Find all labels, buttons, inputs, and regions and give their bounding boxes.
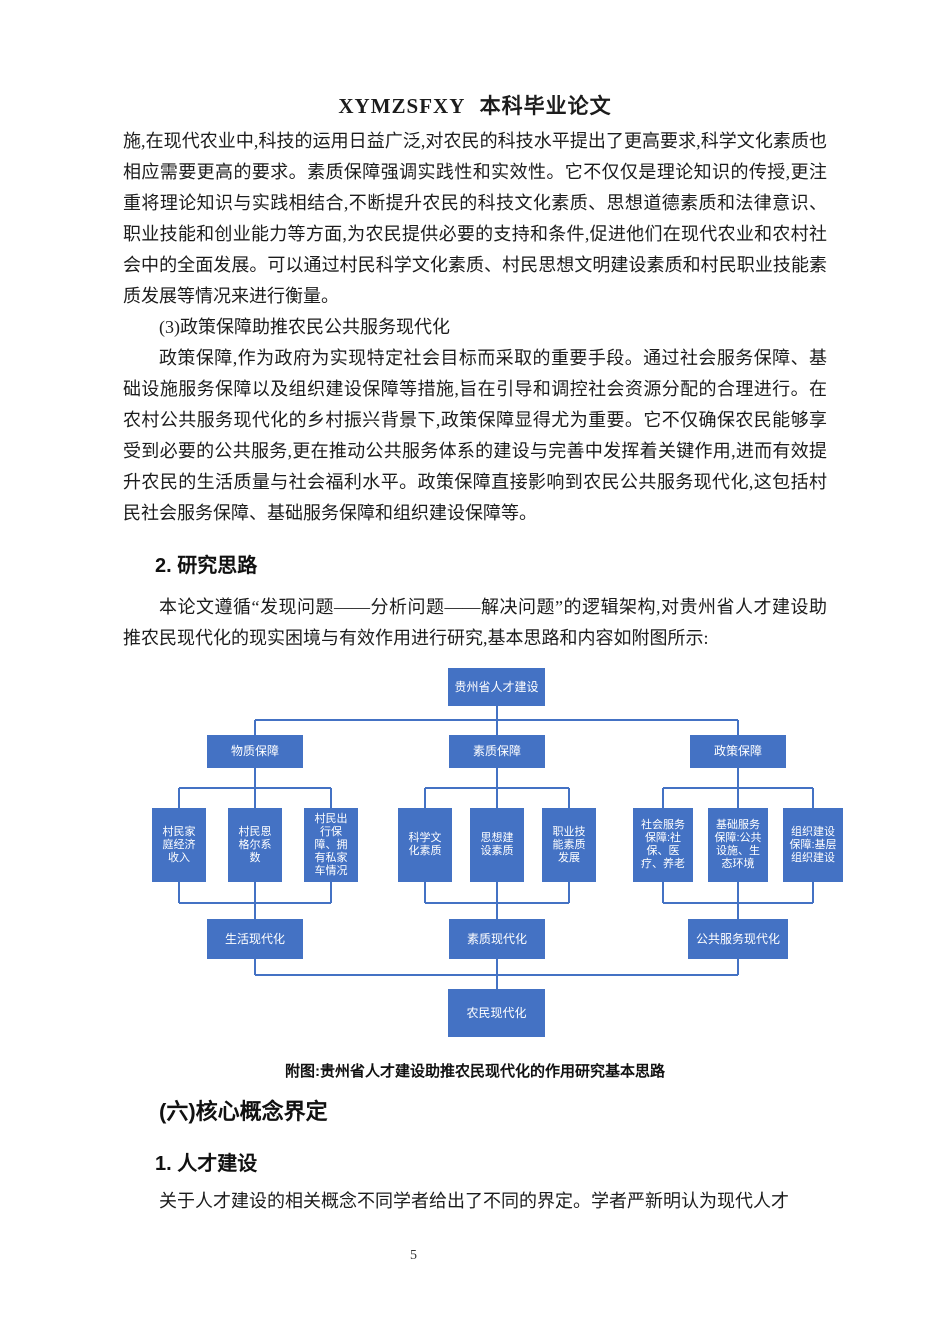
diagram-node-talent-development: 贵州省人才建设 <box>448 668 545 706</box>
diagram-node-engel-coefficient: 村民恩格尔系数 <box>228 808 282 882</box>
subheading-policy-guarantee: (3)政策保障助推农民公共服务现代化 <box>159 317 450 337</box>
heading-core-concepts: (六)核心概念界定 <box>159 1099 328 1124</box>
diagram-node-ideology-quality: 思想建设素质 <box>470 808 524 882</box>
diagram-node-policy-guarantee: 政策保障 <box>690 735 786 768</box>
paragraph-talent-definition: 关于人才建设的相关概念不同学者给出了不同的界定。学者严新明认为现代人才 <box>159 1191 789 1211</box>
paragraph-policy-guarantee: 政策保障,作为政府为实现特定社会目标而采取的重要手段。通过社会服务保障、基础设施… <box>123 348 827 523</box>
paragraph-quality-guarantee: 施,在现代农业中,科技的运用日益广泛,对农民的科技水平提出了更高要求,科学文化素… <box>123 131 827 306</box>
paragraph-research-approach: 本论文遵循“发现问题——分析问题——解决问题”的逻辑架构,对贵州省人才建设助推农… <box>123 597 827 648</box>
diagram-node-quality-guarantee: 素质保障 <box>449 735 545 768</box>
diagram-node-vocational-skills: 职业技能素质发展 <box>542 808 596 882</box>
diagram-node-household-income: 村民家庭经济收入 <box>152 808 206 882</box>
flowchart-connector-lines <box>178 706 814 989</box>
header-title-en: XYMZSFXY <box>338 94 466 118</box>
heading-talent-development: 1. 人才建设 <box>155 1153 258 1175</box>
page-header: XYMZSFXY 本科毕业论文 <box>0 0 950 120</box>
header-title-cn: 本科毕业论文 <box>479 94 612 118</box>
diagram-node-public-service-modernization: 公共服务现代化 <box>688 919 788 959</box>
diagram-node-basic-services: 基础服务保障:公共设施、生态环境 <box>708 808 768 882</box>
page-number: 5 <box>410 1248 417 1263</box>
diagram-node-science-culture-quality: 科学文化素质 <box>398 808 452 882</box>
diagram-node-social-services: 社会服务保障:社保、医疗、养老 <box>633 808 693 882</box>
diagram-node-org-building: 组织建设保障:基层组织建设 <box>783 808 843 882</box>
diagram-node-travel-car-ownership: 村民出行保障、拥有私家车情况 <box>304 808 358 882</box>
diagram-node-life-modernization: 生活现代化 <box>207 919 303 959</box>
diagram-node-quality-modernization: 素质现代化 <box>449 919 545 959</box>
flowchart-research-framework: 贵州省人才建设 物质保障 素质保障 政策保障 村民家庭经济收入 村民恩格尔系数 … <box>140 663 843 1048</box>
diagram-node-material-guarantee: 物质保障 <box>207 735 303 768</box>
page-content: 施,在现代农业中,科技的运用日益广泛,对农民的科技水平提出了更高要求,科学文化素… <box>123 126 843 1217</box>
heading-research-approach: 2. 研究思路 <box>155 555 258 577</box>
diagram-node-farmer-modernization: 农民现代化 <box>448 989 545 1037</box>
figure-caption: 附图:贵州省人才建设助推农民现代化的作用研究基本思路 <box>285 1063 665 1080</box>
